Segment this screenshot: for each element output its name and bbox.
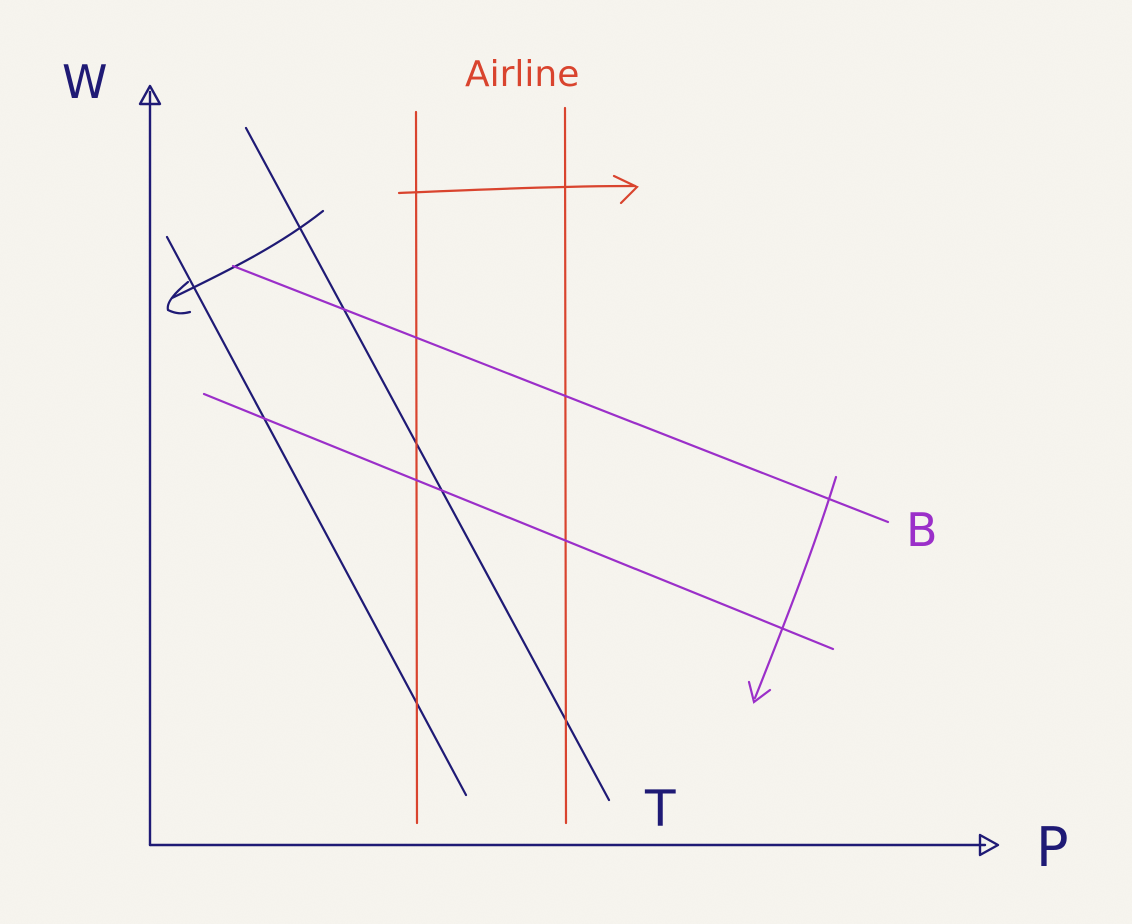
y-axis-label: W: [62, 55, 107, 109]
t-shift-arrowhead: [166, 280, 192, 315]
b-shift-arrow: [753, 475, 838, 700]
t-curve-outer: [244, 126, 611, 802]
y-axis-arrowhead: [138, 84, 162, 106]
b-curves: [202, 264, 890, 704]
x-axis-arrowhead: [978, 833, 1000, 857]
b-curve-upper: [231, 264, 890, 524]
b-shift-arrowhead: [747, 680, 772, 704]
airline-line-left: [414, 110, 419, 825]
airline-shift-arrowhead: [612, 174, 639, 205]
axes: [138, 84, 1000, 857]
airline-line-right: [563, 106, 568, 825]
b-curve-label: B: [906, 503, 938, 557]
t-shift-arrow: [170, 209, 325, 300]
t-curve-label: T: [644, 780, 676, 838]
airline-lines: [397, 106, 639, 825]
x-axis-label: P: [1036, 816, 1069, 879]
airline-label: Airline: [465, 54, 579, 95]
airline-shift-arrow: [397, 184, 637, 195]
b-curve-lower: [202, 392, 835, 651]
